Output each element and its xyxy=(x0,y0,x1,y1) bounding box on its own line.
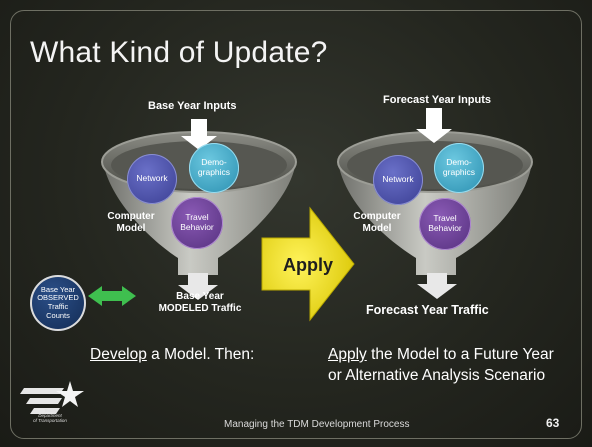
page-number: 63 xyxy=(546,416,560,430)
develop-caption: Develop a Model. Then: xyxy=(90,346,255,363)
footer-text: Managing the TDM Development Process xyxy=(224,419,410,430)
slide-frame xyxy=(10,10,582,439)
demographics-circle: Demo- graphics xyxy=(189,143,239,193)
forecast-year-traffic-label: Forecast Year Traffic xyxy=(366,303,489,317)
network-circle: Network xyxy=(127,154,177,204)
double-arrow-icon xyxy=(88,286,136,306)
travel-behavior-circle: Travel Behavior xyxy=(171,197,223,249)
txdot-logo xyxy=(20,381,84,414)
slide-title: What Kind of Update? xyxy=(30,36,328,69)
apply-arrow-icon xyxy=(261,206,355,322)
txdot-logo-text: Texas Department of Transportation xyxy=(33,408,67,423)
observed-counts-circle: Base Year OBSERVED Traffic Counts xyxy=(30,275,86,331)
demographics-circle: Demo- graphics xyxy=(434,143,484,193)
apply-caption: Apply the Model to a Future Year or Alte… xyxy=(328,346,554,384)
down-arrow-icon xyxy=(417,273,457,299)
forecast-year-inputs-label: Forecast Year Inputs xyxy=(383,94,492,106)
network-circle: Network xyxy=(373,155,423,205)
down-arrow-icon xyxy=(178,273,218,300)
down-arrow-icon xyxy=(181,119,217,150)
txdot-star-icon xyxy=(56,381,84,407)
down-arrow-icon xyxy=(416,108,452,143)
base-year-modeled-traffic-label: Base Year MODELED Traffic xyxy=(158,291,242,314)
computer-model-label: Computer Model xyxy=(107,211,155,234)
computer-model-label: Computer Model xyxy=(353,211,401,234)
base-year-inputs-label: Base Year Inputs xyxy=(148,100,237,112)
travel-behavior-circle: Travel Behavior xyxy=(419,198,471,250)
apply-label: Apply xyxy=(282,254,333,275)
